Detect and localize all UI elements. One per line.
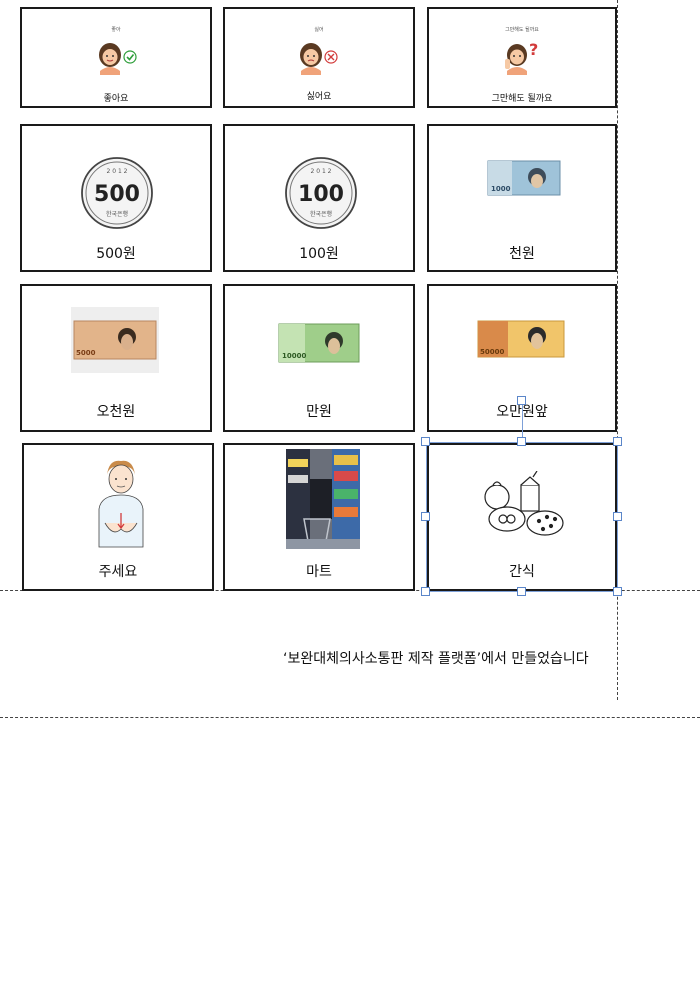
card-bill-1000[interactable]: 1000 천원 [427, 124, 617, 272]
card-bill-5000-label: 오천원 [96, 404, 136, 420]
coin-500-icon: 2 0 1 2 500 한국은행 [81, 157, 153, 229]
banknote-5000-icon: 5000 [71, 307, 159, 373]
banknote-10000-icon: 10000 [278, 323, 360, 363]
resize-handle-top-right[interactable] [613, 437, 622, 446]
resize-handle-top-left[interactable] [421, 437, 430, 446]
banknote-50000-icon: 50000 [477, 320, 565, 358]
card-dislike[interactable]: 싫어 싫어요 [223, 7, 415, 108]
card-bill-5000[interactable]: 5000 오천원 [20, 284, 212, 432]
person-signing-give-icon [98, 460, 144, 548]
resize-handle-bottom-right[interactable] [613, 587, 622, 596]
card-bill-10000-label: 만원 [306, 404, 332, 420]
card-coin-500-label: 500원 [96, 246, 136, 262]
resize-handle-top[interactable] [517, 437, 526, 446]
page-break-guide [0, 717, 700, 718]
card-like-caption: 좋아 [111, 27, 121, 33]
card-snack-label: 간식 [509, 564, 535, 580]
svg-text:1000: 1000 [491, 185, 511, 193]
svg-text:한국은행: 한국은행 [310, 210, 332, 218]
right-margin-guide [617, 0, 618, 700]
card-coin-500[interactable]: 2 0 1 2 500 한국은행 500원 [20, 124, 212, 272]
card-dislike-caption: 싫어 [314, 27, 324, 33]
card-coin-100[interactable]: 2 0 1 2 100 한국은행 100원 [223, 124, 415, 272]
svg-text:한국은행: 한국은행 [106, 210, 128, 218]
card-bill-1000-label: 천원 [509, 246, 535, 262]
svg-text:5000: 5000 [76, 349, 96, 357]
svg-text:10000: 10000 [282, 352, 306, 360]
card-stop-caption: 그만해도 될까요 [505, 27, 539, 33]
card-stop-label: 그만해도 될까요 [491, 94, 553, 104]
svg-text:50000: 50000 [480, 348, 504, 356]
card-bill-50000[interactable]: 50000 오만원앞 [427, 284, 617, 432]
svg-text:?: ? [529, 40, 538, 59]
card-coin-100-label: 100원 [299, 246, 339, 262]
coin-100-icon: 2 0 1 2 100 한국은행 [285, 157, 357, 229]
svg-text:2 0 1 2: 2 0 1 2 [107, 168, 128, 175]
rotation-handle[interactable] [517, 396, 526, 405]
resize-handle-left[interactable] [421, 512, 430, 521]
card-like-label: 좋아요 [103, 94, 129, 104]
card-give[interactable]: 주세요 [22, 443, 214, 591]
selection-frame [426, 442, 618, 592]
girl-question-icon: ? [505, 40, 538, 75]
supermarket-photo [286, 449, 360, 549]
resize-handle-bottom-left[interactable] [421, 587, 430, 596]
card-give-label: 주세요 [98, 564, 138, 580]
smiling-girl-check-icon [99, 43, 137, 75]
svg-text:2 0 1 2: 2 0 1 2 [311, 168, 332, 175]
resize-handle-right[interactable] [613, 512, 622, 521]
card-stop[interactable]: 그만해도 될까요 ? 그만해도 될까요 [427, 7, 617, 108]
resize-handle-bottom[interactable] [517, 587, 526, 596]
card-mart-label: 마트 [306, 564, 332, 580]
svg-text:100: 100 [298, 182, 344, 207]
snack-food-icon [484, 471, 564, 536]
card-mart[interactable]: 마트 [223, 443, 415, 591]
rotation-handle-line [522, 402, 523, 442]
card-like[interactable]: 좋아 좋아요 [20, 7, 212, 108]
footer-credit: ‘보완대체의사소통판 제작 플랫폼’에서 만들었습니다 [283, 651, 589, 667]
banknote-1000-icon: 1000 [487, 160, 561, 196]
card-bill-10000[interactable]: 10000 만원 [223, 284, 415, 432]
card-dislike-label: 싫어요 [306, 92, 332, 102]
svg-text:500: 500 [94, 182, 140, 207]
girl-cross-icon [300, 43, 338, 75]
